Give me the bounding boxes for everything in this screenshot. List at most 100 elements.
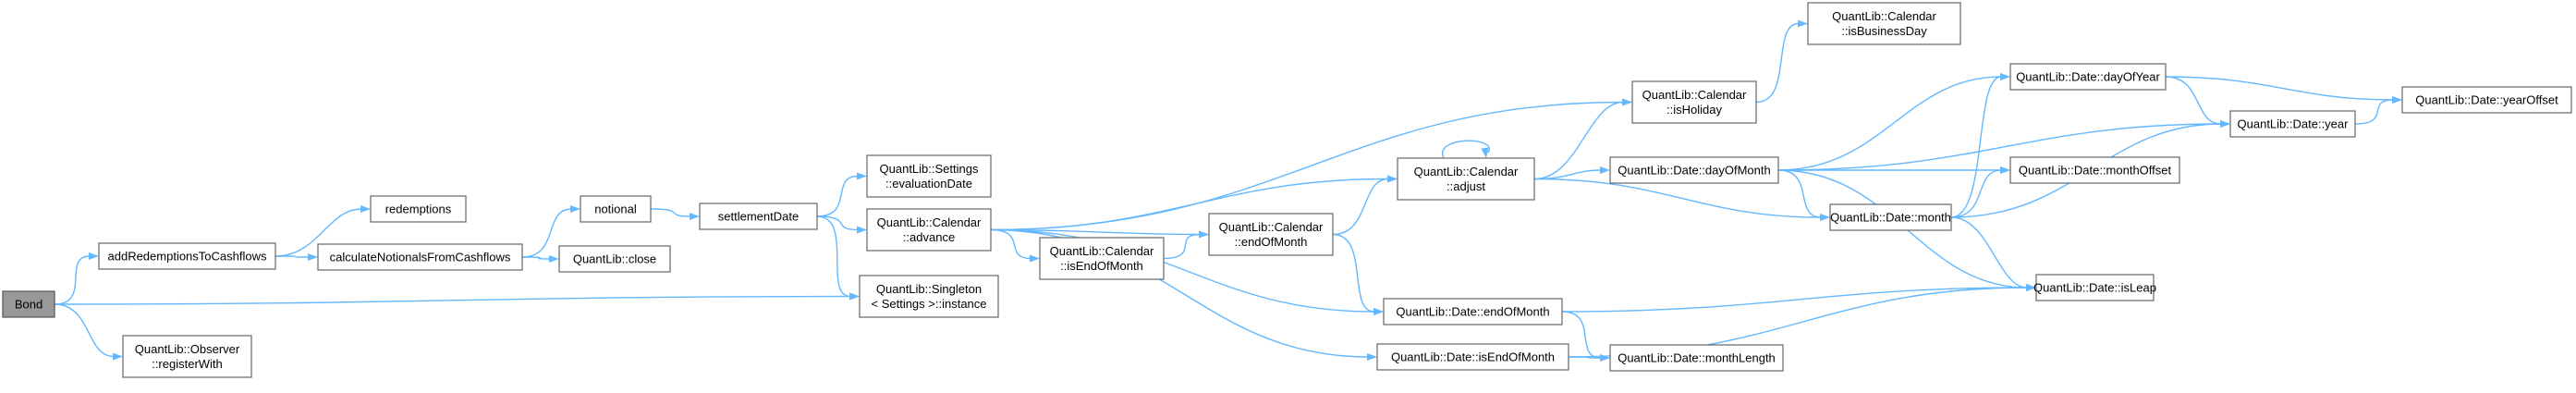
- node-label: Bond: [15, 298, 43, 312]
- edge-dayOfYear-yearOffset: [2165, 76, 2402, 104]
- edge-arrow: [690, 213, 700, 220]
- node-box: [1829, 203, 1952, 231]
- node-calIsEndOfMonth[interactable]: QuantLib::Calendar::isEndOfMonth: [1039, 237, 1165, 280]
- edge-month-isLeap: [1950, 216, 2036, 291]
- node-box: [2009, 156, 2180, 184]
- node-box: [2, 290, 55, 318]
- node-box: [370, 195, 467, 223]
- edge-line: [990, 228, 1201, 236]
- edge-month-monthOffset: [1950, 166, 2010, 218]
- node-box: [317, 243, 523, 271]
- node-label: ::adjust: [1447, 179, 1485, 193]
- edge-arrow: [849, 292, 860, 301]
- edge-dayOfMonth-month: [1777, 169, 1830, 221]
- node-monthLength[interactable]: QuantLib::Date::monthLength: [1609, 344, 1784, 372]
- node-box: [1631, 80, 1757, 124]
- node-box: [1609, 344, 1784, 372]
- node-label: QuantLib::Calendar: [1642, 88, 1747, 102]
- edge-calIsEndOfMonth-calEndOfMonth: [1163, 230, 1209, 260]
- edge-arrow: [1600, 166, 1610, 174]
- node-label: QuantLib::Calendar: [1832, 9, 1936, 23]
- node-calIsHoliday[interactable]: QuantLib::Calendar::isHoliday: [1631, 80, 1757, 124]
- node-bond[interactable]: Bond: [2, 290, 55, 318]
- edge-line: [816, 215, 859, 231]
- nodes: Bond addRedemptionsToCashflowsQuantLib::O…: [2, 2, 2572, 378]
- node-year[interactable]: QuantLib::Date::year: [2229, 110, 2356, 138]
- node-calAdvance[interactable]: QuantLib::Calendar::advance: [866, 208, 992, 252]
- node-evaluationDate[interactable]: QuantLib::Settings::evaluationDate: [866, 154, 992, 198]
- node-month[interactable]: QuantLib::Date::month: [1829, 203, 1952, 231]
- node-label: QuantLib::Date::year: [2238, 117, 2350, 131]
- edge-line: [1441, 140, 1491, 159]
- node-calEndOfMonth[interactable]: QuantLib::Calendar::endOfMonth: [1208, 213, 1334, 256]
- node-registerWith[interactable]: QuantLib::Observer::registerWith: [122, 335, 252, 378]
- edge-line: [275, 255, 310, 258]
- edge-arrow: [1387, 175, 1398, 183]
- node-label: ::registerWith: [152, 357, 223, 371]
- edge-dayOfYear-year: [2165, 76, 2230, 128]
- node-box: [1376, 343, 1569, 371]
- node-label: ::isHoliday: [1666, 103, 1722, 117]
- node-box: [1397, 157, 1535, 201]
- node-box: [580, 195, 652, 223]
- node-label: QuantLib::Calendar: [1414, 165, 1519, 178]
- edge-line: [1777, 76, 2002, 171]
- node-redemptions[interactable]: redemptions: [370, 195, 467, 223]
- edge-line: [2354, 99, 2394, 125]
- edge-arrow: [570, 205, 580, 213]
- edge-line: [1332, 233, 1375, 313]
- edge-arrow: [1798, 19, 1808, 28]
- edge-arrow: [308, 253, 318, 261]
- edge-line: [2165, 76, 2222, 125]
- edge-dateEndOfMonth-isLeap: [1561, 284, 2036, 313]
- edge-arrow: [1481, 147, 1489, 158]
- node-label: QuantLib::Observer: [135, 342, 240, 356]
- edge-arrow: [1820, 214, 1830, 221]
- edge-line: [990, 228, 1032, 260]
- edge-arrow: [1622, 98, 1632, 106]
- edge-line: [1950, 216, 2028, 289]
- node-box: [1208, 213, 1334, 256]
- node-dateIsEndOfMonth[interactable]: QuantLib::Date::isEndOfMonth: [1376, 343, 1569, 371]
- node-label: notional: [594, 203, 637, 216]
- edge-arrow: [2392, 96, 2402, 104]
- edge-addRedemptions-redemptions: [275, 205, 371, 257]
- node-dayOfMonth[interactable]: QuantLib::Date::dayOfMonth: [1609, 156, 1779, 184]
- node-label: QuantLib::Singleton: [876, 282, 982, 296]
- edge-line: [54, 255, 91, 305]
- node-box: [1609, 156, 1779, 184]
- edge-arrow: [1367, 353, 1377, 361]
- node-label: < Settings >::instance: [871, 297, 986, 311]
- node-calIsBusinessDay[interactable]: QuantLib::Calendar::isBusinessDay: [1807, 2, 1961, 45]
- node-dayOfYear[interactable]: QuantLib::Date::dayOfYear: [2009, 63, 2167, 91]
- node-box: [122, 335, 252, 378]
- node-label: QuantLib::Date::yearOffset: [2415, 93, 2558, 107]
- edge-line: [1777, 169, 1822, 218]
- node-isLeap[interactable]: QuantLib::Date::isLeap: [2033, 274, 2156, 301]
- edge-line: [521, 208, 572, 258]
- node-dateEndOfMonth[interactable]: QuantLib::Date::endOfMonth: [1383, 298, 1563, 325]
- node-label: ::evaluationDate: [885, 177, 972, 190]
- node-monthOffset[interactable]: QuantLib::Date::monthOffset: [2009, 156, 2180, 184]
- node-close[interactable]: QuantLib::close: [558, 245, 671, 273]
- node-addRedemptions[interactable]: addRedemptionsToCashflows: [98, 242, 276, 270]
- node-notional[interactable]: notional: [580, 195, 652, 223]
- node-calAdjust[interactable]: QuantLib::Calendar::adjust: [1397, 157, 1535, 201]
- node-calcNotionals[interactable]: calculateNotionalsFromCashflows: [317, 243, 523, 271]
- node-label: QuantLib::Date::month: [1830, 211, 1951, 225]
- node-label: QuantLib::close: [573, 252, 656, 266]
- node-singletonInstance[interactable]: QuantLib::Singleton< Settings >::instanc…: [859, 275, 999, 318]
- edge-arrow: [360, 205, 371, 213]
- node-label: ::isBusinessDay: [1841, 24, 1927, 38]
- edge-calcNotionals-notional: [521, 205, 580, 258]
- node-box: [558, 245, 671, 273]
- node-yearOffset[interactable]: QuantLib::Date::yearOffset: [2401, 86, 2572, 114]
- edge-arrow: [1030, 254, 1040, 263]
- node-box: [2009, 63, 2167, 91]
- node-settlementDate[interactable]: settlementDate: [699, 203, 818, 230]
- edge-dateIsEndOfMonth-monthLength: [1568, 354, 1610, 362]
- node-label: QuantLib::Date::isEndOfMonth: [1391, 350, 1555, 364]
- node-label: QuantLib::Date::endOfMonth: [1396, 305, 1549, 319]
- edge-line: [650, 208, 691, 217]
- edge-calAdjust-month: [1533, 178, 1830, 221]
